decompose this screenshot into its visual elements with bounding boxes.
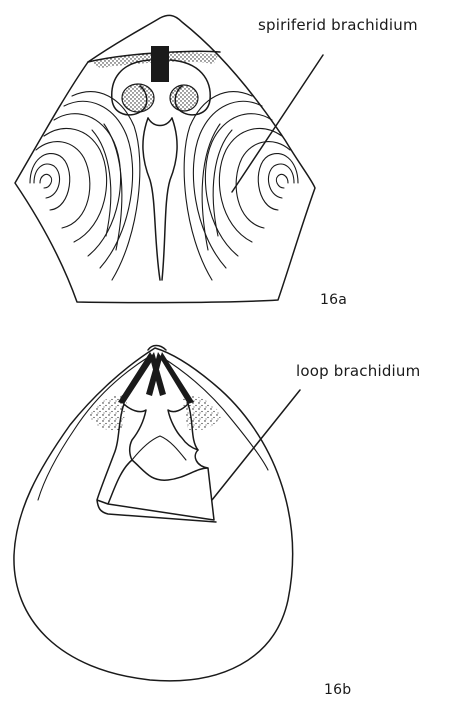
jugum <box>143 118 177 280</box>
loop-brachidium-label: loop brachidium <box>296 364 420 379</box>
figure-caption-16a: 16a <box>320 293 347 307</box>
spiriferid-brachidium-label: spiriferid brachidium <box>258 18 418 33</box>
left-spiralium <box>30 92 140 280</box>
loop-leader-line <box>212 390 300 500</box>
loop-shell-outline <box>14 348 293 681</box>
loop-shell-diagram <box>14 346 300 681</box>
left-muscle-scar <box>122 84 154 112</box>
figure-caption-16b: 16b <box>324 683 351 697</box>
right-spiralium <box>184 92 298 280</box>
right-muscle-scar <box>170 85 198 111</box>
right-crural-plate <box>160 352 194 404</box>
spiriferid-leader-line <box>232 55 323 192</box>
inner-margin <box>38 356 150 500</box>
left-crural-plate <box>118 352 154 404</box>
spiriferid-shell-diagram <box>15 15 323 302</box>
